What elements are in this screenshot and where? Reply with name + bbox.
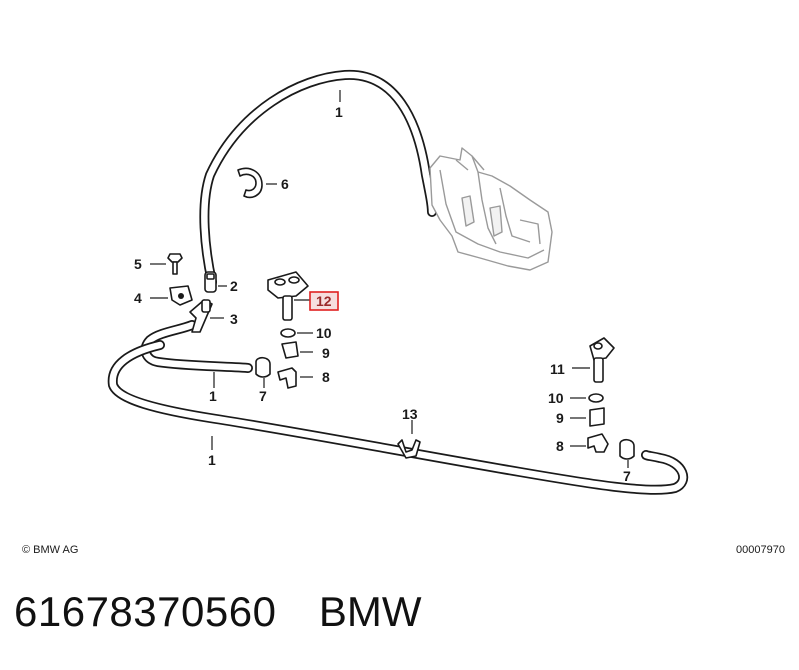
part-10-ring-right xyxy=(570,393,604,403)
part-8-elbow-left xyxy=(277,367,313,389)
callout-6: 6 xyxy=(281,176,289,192)
callout-10-right: 10 xyxy=(548,390,564,406)
callout-8-left: 8 xyxy=(322,369,330,385)
part-7-clip-right xyxy=(619,438,635,468)
lower-hose xyxy=(107,340,689,495)
upper-hose xyxy=(199,69,437,287)
callout-1-mid: 1 xyxy=(209,388,217,404)
callout-7-right: 7 xyxy=(623,468,631,484)
part-10-ring-left xyxy=(280,328,313,338)
callout-10-left: 10 xyxy=(316,325,332,341)
callout-4: 4 xyxy=(134,290,142,306)
callout-12: 12 xyxy=(316,293,332,309)
diagram-code: 00007970 xyxy=(736,544,785,556)
callout-13: 13 xyxy=(402,406,418,422)
callout-1-low: 1 xyxy=(208,452,216,468)
part-11-nozzle xyxy=(572,337,615,383)
callout-3: 3 xyxy=(230,311,238,327)
part-12-nozzle xyxy=(267,271,312,321)
part-9-grommet-right xyxy=(570,407,605,427)
left-short-hose xyxy=(140,320,253,373)
part-7-clip-left xyxy=(255,356,271,388)
callout-11: 11 xyxy=(550,361,565,377)
callout-9-right: 9 xyxy=(556,410,564,426)
callout-7-left: 7 xyxy=(259,388,267,404)
part-8-elbow-right xyxy=(570,433,609,453)
washer-system-diagram: 1 6 5 2 4 3 12 10 9 8 1 7 13 1 11 10 9 8… xyxy=(22,69,785,556)
brand-name: BMW xyxy=(318,588,422,635)
callout-5: 5 xyxy=(134,256,142,272)
part-6-clamp xyxy=(237,167,277,199)
part-9-grommet-left xyxy=(281,341,313,359)
part-info: 61678370560 BMW xyxy=(14,588,794,648)
part-13-clip xyxy=(397,420,421,459)
callout-2: 2 xyxy=(230,278,238,294)
part-2-cap xyxy=(204,271,227,293)
part-12-highlight xyxy=(309,291,339,311)
callout-9-left: 9 xyxy=(322,345,330,361)
part-5-screw xyxy=(150,253,183,275)
part-3-connector xyxy=(189,299,224,333)
part-number: 61678370560 xyxy=(14,588,277,635)
washer-reservoir xyxy=(429,147,553,271)
callout-1-top: 1 xyxy=(335,104,343,120)
part-4-bracket xyxy=(150,285,193,306)
copyright-text: © BMW AG xyxy=(22,544,78,556)
callout-8-right: 8 xyxy=(556,438,564,454)
